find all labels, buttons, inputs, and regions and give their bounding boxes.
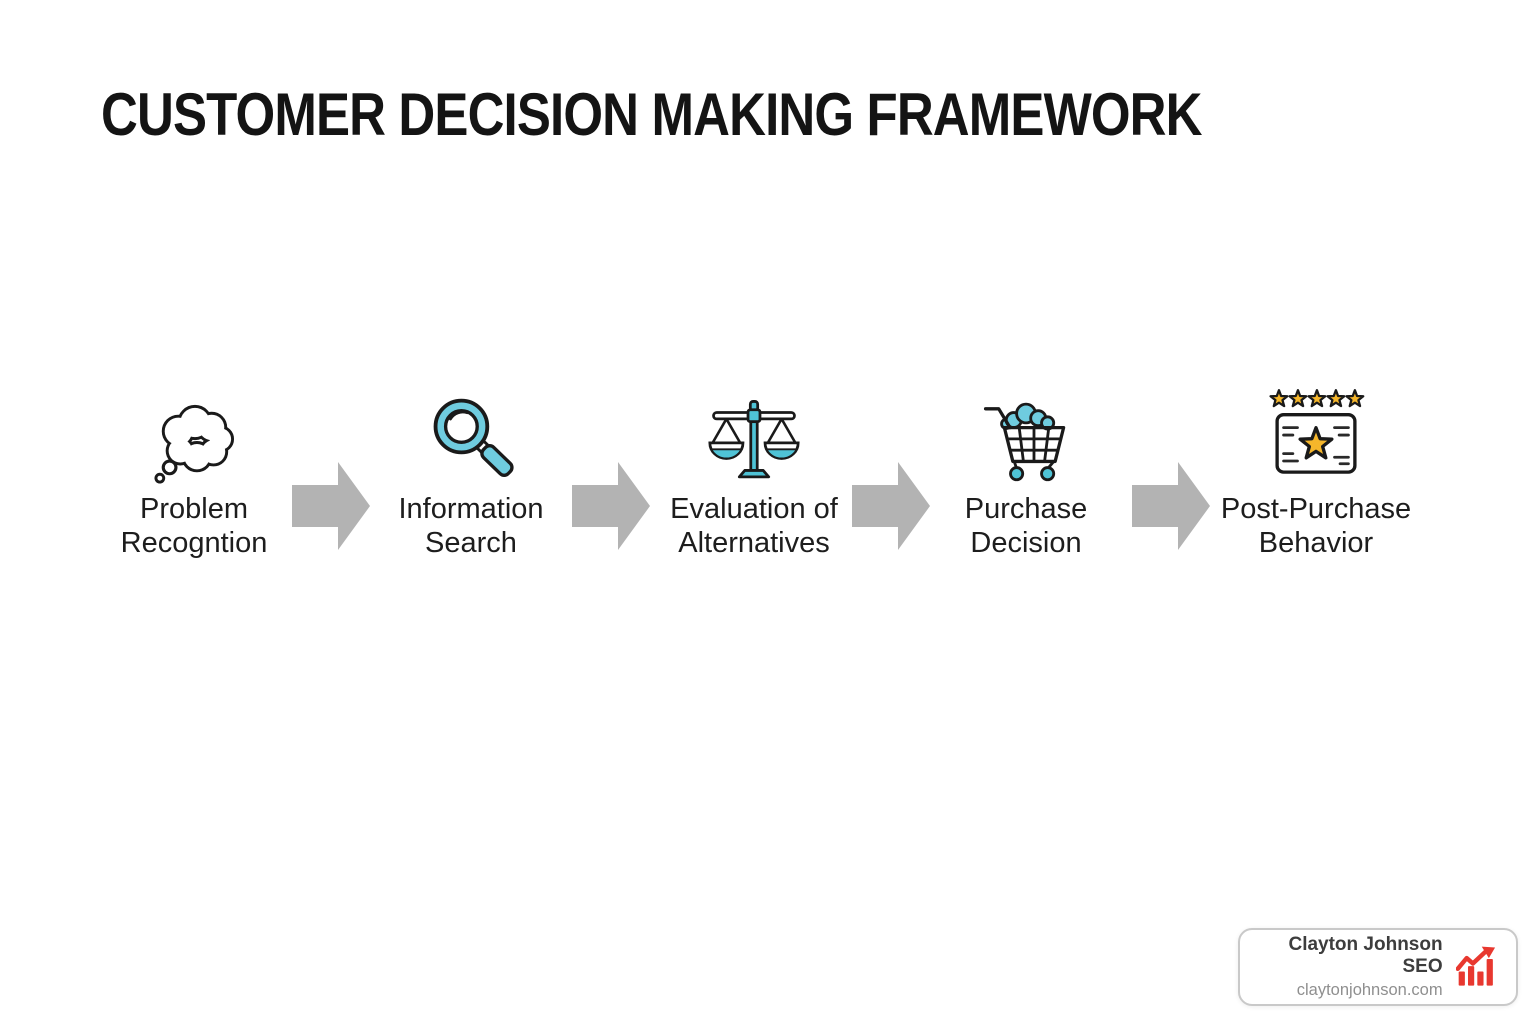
stage-label: Problem Recogntion — [120, 493, 268, 559]
right-arrow-icon — [572, 462, 650, 550]
stage-evaluation-of-alternatives: Evaluation of Alternatives — [634, 380, 874, 561]
stage-purchase-decision: Purchase Decision — [906, 380, 1146, 561]
stage-label: Information Search — [398, 493, 544, 559]
magnifying-glass-icon — [423, 380, 519, 484]
badge-brand-name: Clayton Johnson SEO — [1288, 934, 1443, 977]
shopping-cart-icon — [979, 380, 1073, 484]
stage-label: Purchase Decision — [964, 493, 1088, 559]
badge-website: claytonjohnson.com — [1296, 981, 1443, 999]
right-arrow-icon — [1132, 462, 1210, 550]
stage-label: Evaluation of Alternatives — [670, 493, 838, 559]
right-arrow-icon — [292, 462, 370, 550]
thought-bubble-icon — [152, 380, 236, 484]
stage-information-search: Information Search — [351, 380, 591, 561]
balance-scale-icon — [708, 380, 800, 484]
right-arrow-icon — [852, 462, 930, 550]
stage-post-purchase-behavior: Post-Purchase Behavior — [1196, 380, 1436, 561]
badge-text: Clayton Johnson SEO claytonjohnson.com — [1250, 934, 1443, 1000]
review-stars-icon — [1266, 380, 1366, 484]
stage-problem-recognition: Problem Recogntion — [74, 380, 314, 561]
stage-label: Post-Purchase Behavior — [1220, 493, 1412, 559]
attribution-badge: Clayton Johnson SEO claytonjohnson.com — [1238, 928, 1518, 1006]
growth-chart-icon — [1455, 946, 1495, 986]
page-title: CUSTOMER DECISION MAKING FRAMEWORK — [101, 81, 1203, 148]
